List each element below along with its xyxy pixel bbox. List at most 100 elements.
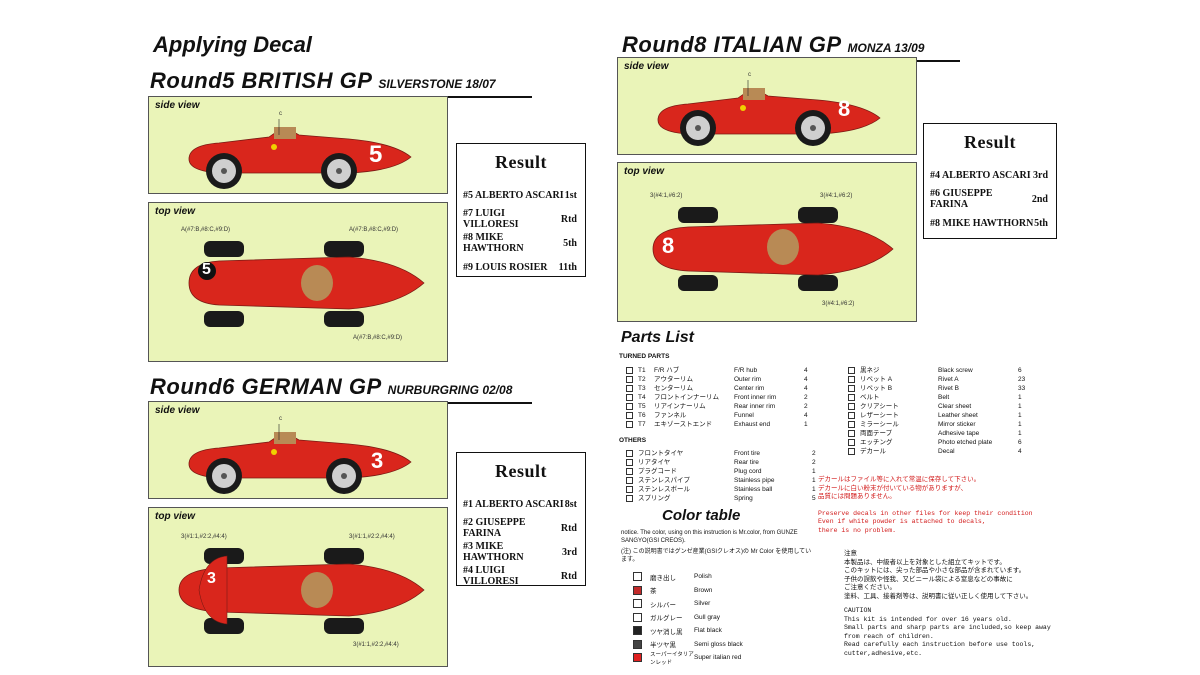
color-swatch <box>633 626 642 636</box>
part-code: T5 <box>638 403 646 410</box>
checkbox[interactable] <box>848 376 855 383</box>
part-jp: クリアシート <box>860 403 899 410</box>
part-code: T2 <box>638 376 646 383</box>
color-jp: スーパーイタリアンレッド <box>650 651 694 666</box>
part-qty: 4 <box>804 385 808 392</box>
callout: A(#7:B,#8:C,#9:D) <box>353 335 403 341</box>
color-jp: ガルグレー <box>650 615 683 623</box>
part-jp: ファンネル <box>654 412 687 419</box>
checkbox[interactable] <box>848 412 855 419</box>
checkbox[interactable] <box>848 367 855 374</box>
turned-parts-label: TURNED PARTS <box>619 353 670 360</box>
color-en: Polish <box>694 573 712 581</box>
checkbox[interactable] <box>626 394 633 401</box>
callout: c <box>279 416 282 422</box>
part-qty: 1 <box>812 486 816 493</box>
part-qty: 2 <box>804 394 808 401</box>
callout: c <box>279 111 282 117</box>
part-en: Adhesive tape <box>938 430 980 437</box>
side-view-label: side view <box>155 405 200 416</box>
part-jp: リアタイヤ <box>638 459 671 466</box>
callout: 3(#1:1,#2:2,#4:4) <box>349 534 395 540</box>
decal-notice: デカールはファイル等に入れて常温に保存して下さい。 デカールに白い粉末が付いてい… <box>818 476 1048 535</box>
driver-position: Rtd <box>560 213 577 225</box>
part-jp: ステンレスパイプ <box>638 477 690 484</box>
top-view-label: top view <box>624 166 665 177</box>
part-qty: 1 <box>812 477 816 484</box>
part-jp: 両面テープ <box>860 430 893 437</box>
checkbox[interactable] <box>848 439 855 446</box>
top-view-label: top view <box>155 206 196 217</box>
part-en: Decal <box>938 448 955 455</box>
part-en: Rear inner rim <box>734 403 776 410</box>
checkbox[interactable] <box>848 430 855 437</box>
side-view-label: side view <box>155 100 200 111</box>
checkbox[interactable] <box>626 495 633 502</box>
callout: 3(#4:1,#6:2) <box>650 193 683 199</box>
driver-name: #9 LOUIS ROSIER <box>463 261 548 273</box>
part-qty: 4 <box>804 412 808 419</box>
checkbox[interactable] <box>848 403 855 410</box>
checkbox[interactable] <box>626 412 633 419</box>
part-en: Rivet A <box>938 376 959 383</box>
checkbox[interactable] <box>626 477 633 484</box>
checkbox[interactable] <box>626 403 633 410</box>
caution-jp-line: 塗料、工具、接着剤等は、説明書に従い正しく使用して下さい。 <box>844 592 1033 600</box>
part-en: Center rim <box>734 385 765 392</box>
checkbox[interactable] <box>626 385 633 392</box>
driver-position: 5th <box>1034 217 1048 229</box>
notice-jp-line: デカールに白い粉末が付いている物がありますが、 <box>818 484 968 492</box>
part-jp: F/R ハブ <box>654 367 680 374</box>
round8-side-number: 8 <box>838 96 851 121</box>
checkbox[interactable] <box>848 421 855 428</box>
part-en: Stainless ball <box>734 486 773 493</box>
driver-name: #1 ALBERTO ASCARI <box>463 498 564 510</box>
checkbox[interactable] <box>626 421 633 428</box>
part-en: Photo etched plate <box>938 439 993 446</box>
checkbox[interactable] <box>848 448 855 455</box>
checkbox[interactable] <box>848 394 855 401</box>
page-title: Applying Decal <box>153 32 312 57</box>
driver-position: 3rd <box>562 546 577 558</box>
checkbox[interactable] <box>626 468 633 475</box>
checkbox[interactable] <box>626 459 633 466</box>
part-en: Mirror sticker <box>938 421 976 428</box>
caution-en-line: cutter,adhesive,etc. <box>844 649 923 657</box>
driver-name: #8 MIKE HAWTHORN <box>930 217 1034 229</box>
checkbox[interactable] <box>626 376 633 383</box>
result-title: Result <box>495 152 547 172</box>
checkbox[interactable] <box>626 486 633 493</box>
round8-top-view: top view 8 3(#4:1,#6:2) 3(#4:1,#6:2) 3(#… <box>617 162 917 322</box>
round6-side-view: side view 3 c <box>148 401 448 499</box>
round5-top-view: top view 5 A(#7:B,#8:C,#9:D) A(#7:B,#8:C… <box>148 202 448 362</box>
driver-position: 5th <box>563 237 577 249</box>
part-en: Spring <box>734 495 753 502</box>
part-jp: ミラーシール <box>860 421 899 428</box>
color-en: Flat black <box>694 627 722 635</box>
round5-top-car <box>188 241 425 327</box>
driver-name: #8 MIKE HAWTHORN <box>463 232 524 254</box>
color-en: Silver <box>694 600 711 608</box>
checkbox[interactable] <box>626 367 633 374</box>
part-qty: 6 <box>1018 367 1022 374</box>
checkbox[interactable] <box>626 450 633 457</box>
part-jp: エッチング <box>860 439 893 446</box>
driver-position: Rtd <box>560 570 577 582</box>
part-code: T1 <box>638 367 646 374</box>
checkbox[interactable] <box>848 385 855 392</box>
